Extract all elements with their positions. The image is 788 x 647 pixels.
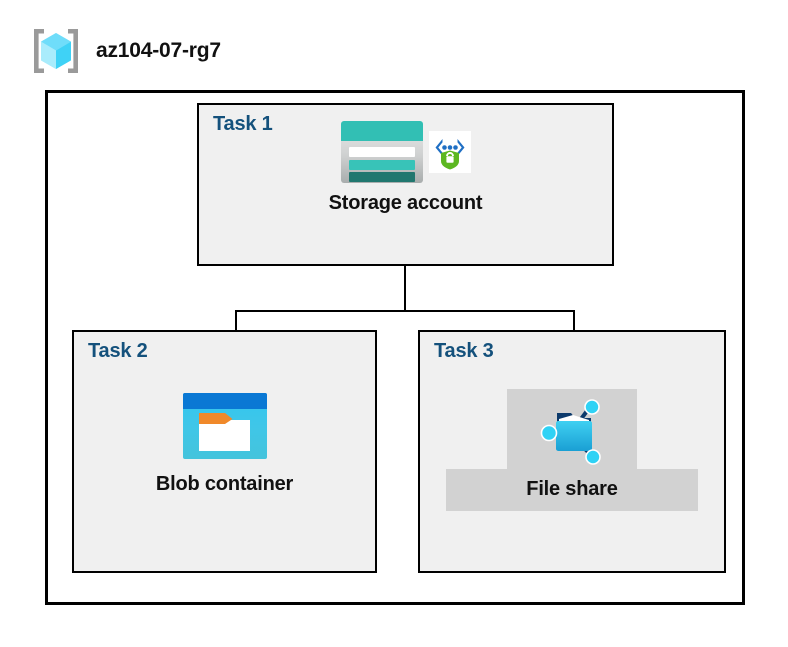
node-storage-account[interactable]: Storage account <box>197 121 614 215</box>
storage-account-icon-row <box>340 121 471 183</box>
storage-icon-bar-dark-teal <box>348 172 415 182</box>
file-share-icon-highlight <box>507 389 637 469</box>
file-share-caption: File share <box>446 469 698 511</box>
storage-account-icon <box>340 121 423 183</box>
resource-group-icon <box>30 26 82 76</box>
blob-icon-header-bar <box>182 393 267 409</box>
resource-group-header: az104-07-rg7 <box>30 26 221 76</box>
storage-icon-header-bar <box>340 121 423 141</box>
storage-icon-bar-white <box>348 147 415 157</box>
file-share-icon <box>535 393 609 467</box>
storage-icon-bar-teal <box>348 160 415 170</box>
task-3-label: Task 3 <box>434 340 494 362</box>
node-file-share[interactable]: File share <box>418 389 726 511</box>
connector-horizontal-bus <box>235 310 575 312</box>
storage-account-caption: Storage account <box>328 192 483 214</box>
node-blob-container[interactable]: Blob container <box>72 393 377 496</box>
blob-icon-document <box>198 420 250 451</box>
blob-container-caption: Blob container <box>155 473 294 495</box>
secure-transfer-encryption-icon <box>428 131 471 173</box>
task-2-label: Task 2 <box>88 340 148 362</box>
resource-group-title: az104-07-rg7 <box>96 39 221 62</box>
blob-container-icon <box>182 393 267 459</box>
task-1-label: Task 1 <box>213 113 273 135</box>
task-2-box: Task 2 <box>72 330 377 573</box>
connector-storage-trunk <box>404 266 406 312</box>
blob-icon-tab <box>198 413 233 424</box>
